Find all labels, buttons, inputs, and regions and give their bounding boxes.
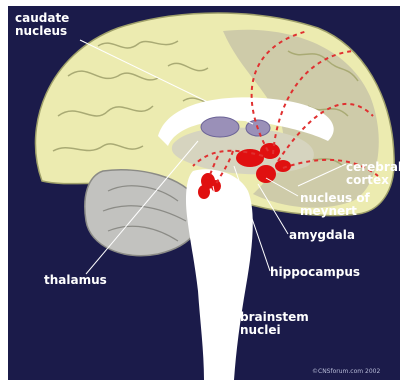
label-caudate-nucleus: caudate nucleus — [15, 12, 69, 38]
label-hippocampus: hippocampus — [270, 266, 360, 279]
label-thalamus: thalamus — [44, 274, 107, 287]
copyright-credit: ©CNSforum.com 2002 — [312, 368, 380, 375]
label-nucleus-of-meynert: nucleus of meynert — [300, 192, 370, 218]
label-brainstem-nuclei: brainstem nuclei — [240, 311, 309, 337]
thalamus-body — [201, 117, 239, 137]
diagram-panel: caudate nucleus cerebral cortex nucleus … — [8, 6, 400, 380]
brainstem — [186, 169, 253, 380]
label-amygdala: amygdala — [289, 229, 355, 242]
label-cerebral-cortex: cerebral cortex — [346, 161, 400, 187]
